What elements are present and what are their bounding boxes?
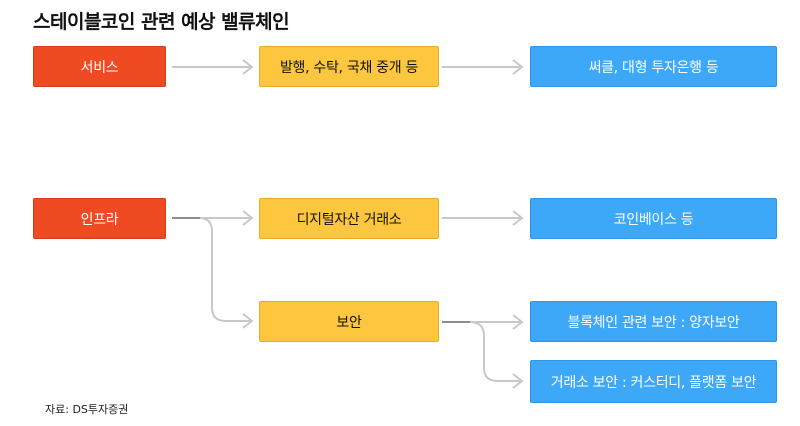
node-coinbase-label: 코인베이스 등: [613, 211, 694, 228]
connector-security-to-blockchain: [442, 314, 524, 330]
node-blockchain-security-label: 블록체인 관련 보안 : 양자보안: [567, 314, 740, 331]
category-label-infra: 인프라: [80, 211, 119, 228]
connector-infra-to-exchange: [172, 210, 254, 226]
node-issuance-custody-label: 발행, 수탁, 국채 중개 등: [279, 59, 419, 76]
category-box-service: 서비스: [33, 46, 166, 87]
connector-service-to-issuance: [172, 59, 254, 75]
node-security: 보안: [259, 301, 439, 342]
node-security-label: 보안: [336, 314, 362, 331]
connector-security-to-exchange-security: [469, 321, 524, 389]
node-digital-asset-exchange: 디지털자산 거래소: [259, 198, 439, 239]
connector-infra-to-security: [199, 217, 254, 329]
node-exchange-security: 거래소 보안 : 커스터디, 플랫폼 보안: [530, 360, 777, 403]
node-digital-asset-exchange-label: 디지털자산 거래소: [296, 211, 402, 228]
node-exchange-security-label: 거래소 보안 : 커스터디, 플랫폼 보안: [550, 374, 757, 391]
page-title: 스테이블코인 관련 예상 밸류체인: [33, 11, 290, 33]
node-blockchain-security: 블록체인 관련 보안 : 양자보안: [530, 301, 777, 342]
node-coinbase: 코인베이스 등: [530, 198, 777, 239]
connector-exchange-to-coinbase: [442, 210, 524, 226]
node-issuance-custody: 발행, 수탁, 국채 중개 등: [259, 46, 439, 87]
connector-issuance-to-circle: [442, 59, 524, 75]
category-box-infra: 인프라: [33, 198, 166, 239]
source-note: 자료: DS투자증권: [45, 403, 129, 416]
category-label-service: 서비스: [80, 59, 119, 76]
node-circle-banks: 써클, 대형 투자은행 등: [530, 46, 777, 87]
node-circle-banks-label: 써클, 대형 투자은행 등: [588, 59, 719, 76]
